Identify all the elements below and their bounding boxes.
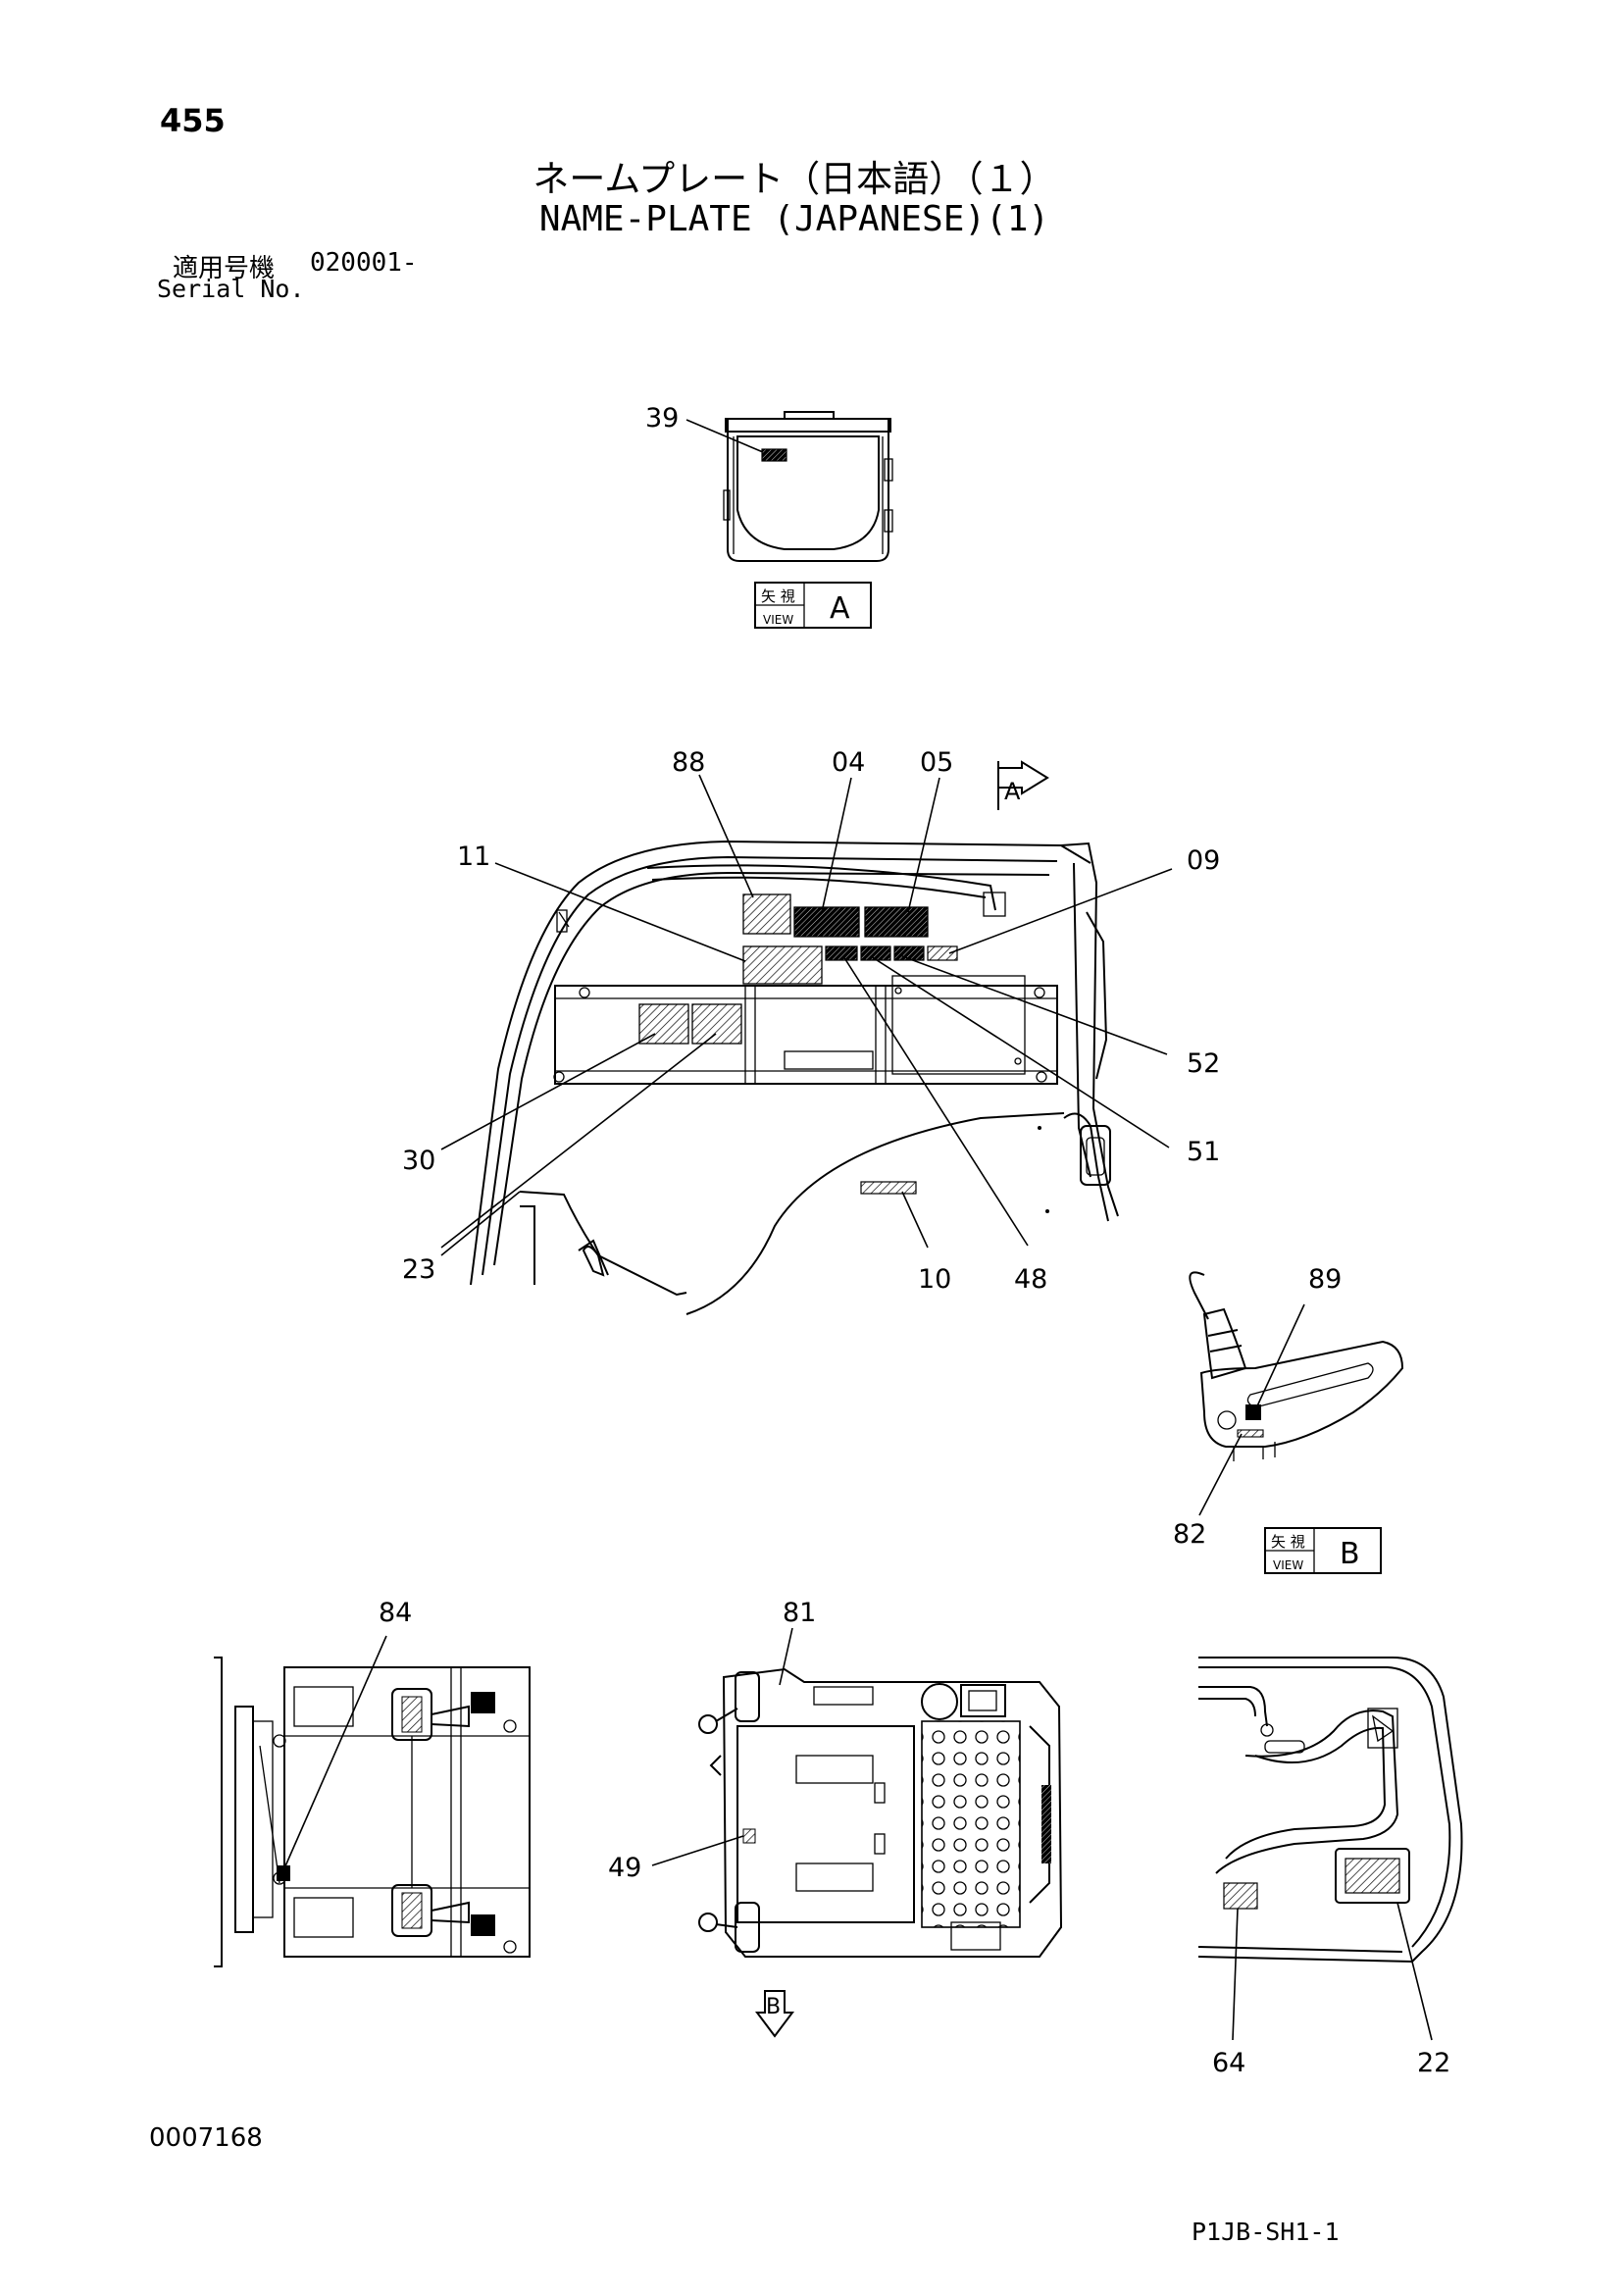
callout-81: 81 bbox=[783, 1598, 816, 1628]
serial-label-japanese: 適用号機 bbox=[173, 254, 276, 283]
title-english: NAME-PLATE (JAPANESE)(1) bbox=[538, 199, 1050, 239]
plate-11 bbox=[742, 945, 823, 985]
view-a-tag: 矢 視 VIEW A bbox=[754, 582, 872, 629]
seat-frame-drawing bbox=[214, 1635, 531, 1967]
plate-84 bbox=[277, 1865, 290, 1881]
plate-89 bbox=[1245, 1404, 1261, 1420]
view-b-tag-jp: 矢 視 bbox=[1271, 1533, 1305, 1551]
plate-48 bbox=[825, 945, 858, 961]
plate-49 bbox=[742, 1828, 756, 1844]
callout-22: 22 bbox=[1417, 2048, 1450, 2078]
view-a-tag-en: VIEW bbox=[763, 613, 793, 627]
plate-23 bbox=[691, 1003, 742, 1045]
plate-09 bbox=[927, 945, 958, 961]
main-cab-drawing bbox=[440, 774, 1173, 1315]
plate-39 bbox=[761, 448, 787, 462]
plate-10 bbox=[860, 1181, 917, 1195]
view-b-tag-letter: B bbox=[1340, 1537, 1360, 1571]
callout-49: 49 bbox=[608, 1853, 641, 1883]
callout-84: 84 bbox=[379, 1598, 412, 1628]
plate-82 bbox=[1237, 1429, 1264, 1438]
callout-11: 11 bbox=[457, 842, 490, 872]
callout-09: 09 bbox=[1187, 845, 1220, 876]
callout-48: 48 bbox=[1014, 1264, 1047, 1295]
plate-64 bbox=[1223, 1882, 1258, 1910]
serial-value: 020001- bbox=[310, 248, 418, 278]
callout-89: 89 bbox=[1308, 1264, 1342, 1295]
view-b-drawing bbox=[1189, 1271, 1404, 1516]
view-arrow-b-letter: B bbox=[766, 1995, 781, 2019]
plate-05 bbox=[864, 906, 929, 938]
view-arrow-a-letter: A bbox=[1004, 778, 1021, 805]
plate-04 bbox=[793, 906, 860, 938]
callout-10: 10 bbox=[918, 1264, 951, 1295]
view-arrow-b: B bbox=[755, 1990, 794, 2038]
view-b-tag: 矢 視 VIEW B bbox=[1264, 1527, 1382, 1574]
title-japanese: ネームプレート（日本語）（１） bbox=[533, 158, 1056, 200]
console-top-drawing bbox=[651, 1627, 1063, 1958]
cab-interior-drawing bbox=[1197, 1657, 1463, 2041]
callout-82: 82 bbox=[1173, 1519, 1206, 1550]
callout-05: 05 bbox=[920, 747, 953, 778]
view-a-tag-letter: A bbox=[830, 591, 850, 626]
callout-30: 30 bbox=[402, 1146, 435, 1176]
callout-39: 39 bbox=[645, 403, 679, 434]
view-b-tag-en: VIEW bbox=[1273, 1558, 1303, 1572]
callout-51: 51 bbox=[1187, 1137, 1220, 1167]
plate-51 bbox=[860, 945, 891, 961]
view-a-drawing bbox=[685, 411, 893, 562]
callout-04: 04 bbox=[832, 747, 865, 778]
document-code: 0007168 bbox=[149, 2123, 263, 2153]
page-number: 455 bbox=[160, 102, 226, 139]
serial-label-english: Serial No. bbox=[157, 275, 305, 303]
plate-52 bbox=[893, 945, 925, 961]
callout-23: 23 bbox=[402, 1254, 435, 1285]
sheet-code: P1JB-SH1-1 bbox=[1192, 2218, 1340, 2246]
view-a-tag-jp: 矢 視 bbox=[761, 587, 795, 605]
callout-52: 52 bbox=[1187, 1048, 1220, 1079]
view-arrow-a: A bbox=[997, 760, 1049, 810]
callout-64: 64 bbox=[1212, 2048, 1245, 2078]
callout-88: 88 bbox=[672, 747, 705, 778]
plate-88 bbox=[742, 893, 791, 935]
plate-22 bbox=[1345, 1858, 1400, 1894]
